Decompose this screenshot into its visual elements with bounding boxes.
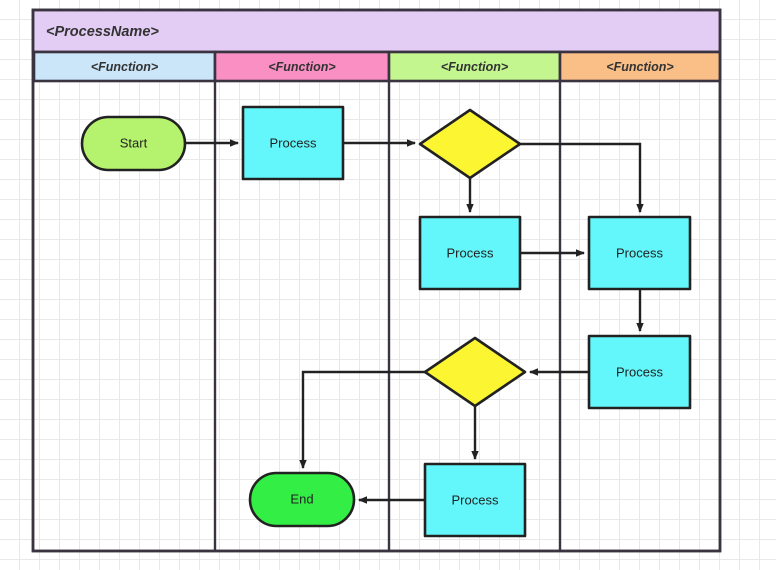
process-5-shape[interactable] (423, 462, 527, 538)
lane-label-3: <Function> (441, 60, 509, 74)
decision-1-shape[interactable] (418, 108, 522, 180)
process-1-label: Process (270, 135, 317, 150)
lane-header-1 (32, 50, 217, 83)
node-process-5[interactable]: Process (423, 462, 527, 538)
pool-frame (31, 8, 722, 553)
process-2-label: Process (447, 245, 494, 260)
node-process-1[interactable]: Process (241, 105, 345, 181)
swimlane-pool: <ProcessName> <Function> <Function> <Fun… (31, 8, 722, 553)
process-4-label: Process (616, 364, 663, 379)
start-shape[interactable] (80, 115, 187, 172)
process-2-shape[interactable] (418, 215, 522, 291)
node-decision-1[interactable] (418, 108, 522, 180)
start-label: Start (120, 135, 148, 150)
flowchart-nodes: Start Process Process Process Process (80, 105, 692, 538)
flowchart-edges (185, 139, 644, 504)
node-end[interactable]: End (248, 471, 356, 528)
edge-decision1-process3 (520, 142, 644, 213)
node-process-3[interactable]: Process (587, 215, 692, 291)
decision-2-shape[interactable] (423, 336, 527, 408)
lane-header-2 (213, 50, 391, 83)
node-decision-2[interactable] (423, 336, 527, 408)
lane-label-4: <Function> (606, 60, 674, 74)
process-3-label: Process (616, 245, 663, 260)
process-5-label: Process (452, 492, 499, 507)
node-start[interactable]: Start (80, 115, 187, 172)
process-4-shape[interactable] (587, 334, 692, 410)
node-process-2[interactable]: Process (418, 215, 522, 291)
pool-title: <ProcessName> (46, 24, 159, 40)
lane-label-1: <Function> (91, 60, 159, 74)
lane-label-2: <Function> (268, 60, 336, 74)
edge-decision2-end (299, 370, 425, 469)
node-process-4[interactable]: Process (587, 334, 692, 410)
end-shape[interactable] (248, 471, 356, 528)
process-3-shape[interactable] (587, 215, 692, 291)
process-1-shape[interactable] (241, 105, 345, 181)
end-label: End (290, 491, 313, 506)
